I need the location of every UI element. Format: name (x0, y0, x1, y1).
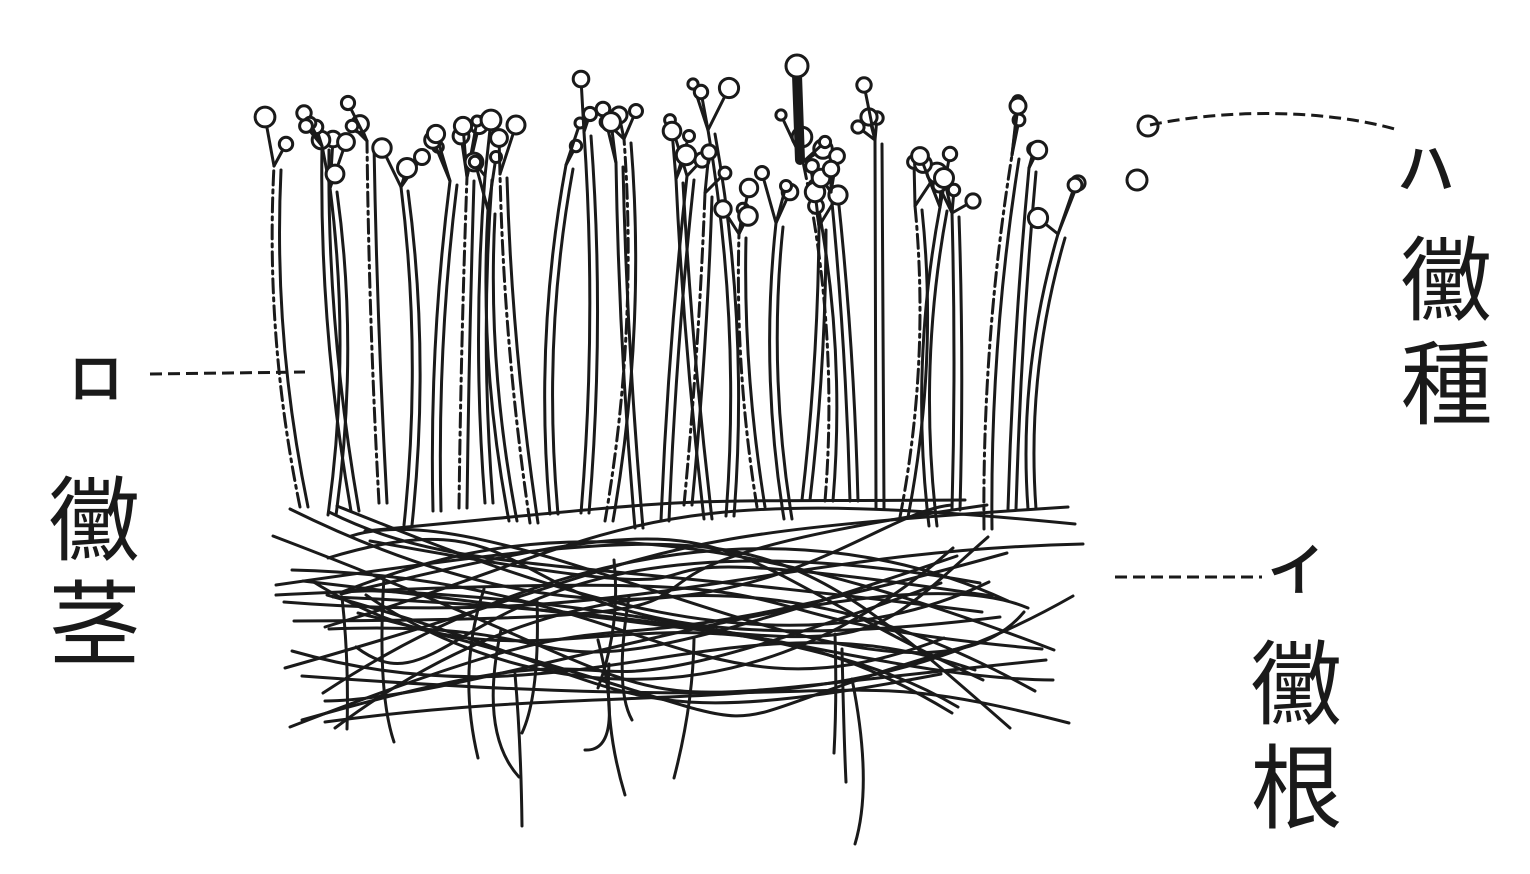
spore (823, 161, 838, 176)
spore (740, 179, 757, 196)
stem-hypha (746, 238, 765, 507)
spore (630, 105, 643, 118)
leader-line-stems (150, 372, 305, 374)
central-spore (786, 55, 808, 77)
root-hypha (842, 649, 846, 782)
spore (943, 147, 956, 160)
spore (415, 150, 430, 165)
spore (912, 148, 929, 165)
stem-hypha (959, 217, 962, 510)
spore (966, 194, 980, 208)
stem-hypha (272, 166, 300, 507)
spore (573, 71, 589, 87)
spore (819, 136, 830, 147)
spore (676, 145, 695, 164)
stems-label: 黴茎 (40, 472, 132, 680)
spore (1029, 141, 1046, 158)
root-hypha (515, 674, 522, 826)
spore (948, 184, 959, 195)
stem-hypha (882, 144, 884, 508)
stem-hypha (1034, 238, 1065, 509)
stem-hypha (581, 132, 590, 513)
spore (279, 137, 292, 150)
stem-hypha (952, 213, 954, 510)
spore (326, 165, 344, 183)
spore (684, 131, 695, 142)
stem-hypha (507, 178, 538, 523)
spore (857, 78, 871, 92)
spore (756, 167, 769, 180)
spore (739, 207, 758, 226)
spore (454, 117, 471, 134)
spore (715, 201, 731, 217)
central-stalk (797, 75, 800, 160)
stem-hypha (777, 227, 792, 519)
stem-hypha (479, 176, 486, 503)
root-hypha (585, 640, 609, 750)
spore (719, 78, 738, 97)
root-hypha (852, 679, 863, 844)
stem-hypha (367, 141, 379, 503)
stem-hypha (802, 226, 819, 500)
stems-marker: ロ (62, 348, 120, 406)
spore (602, 113, 621, 132)
spore (427, 125, 444, 142)
spore (694, 85, 707, 98)
spores-marker: ハ (1392, 138, 1450, 196)
stem-hypha (493, 214, 517, 521)
stem-hypha (500, 174, 530, 523)
stem-hypha (467, 181, 474, 508)
spore (719, 167, 731, 179)
stem-hypha (459, 177, 467, 508)
spore (781, 181, 792, 192)
spore (1028, 208, 1047, 227)
spores-label: 黴種 (1392, 232, 1484, 440)
spore (341, 96, 354, 109)
spore-stalk (488, 157, 496, 210)
spore (1127, 170, 1147, 190)
spore (663, 122, 681, 140)
roots-label: 黴根 (1242, 636, 1334, 844)
leader-line-spores (1150, 114, 1398, 130)
spore (481, 110, 501, 130)
spore (469, 156, 480, 167)
root-hypha (302, 676, 1069, 723)
spore (852, 121, 864, 133)
spore (1068, 178, 1082, 192)
spore (1010, 98, 1026, 114)
spore (300, 120, 313, 133)
spore (1138, 116, 1158, 136)
stem-hypha (1026, 234, 1058, 509)
root-mycelium (273, 500, 1083, 844)
spore (507, 116, 525, 134)
stem-hypha (875, 140, 876, 508)
spore (338, 134, 355, 151)
spore (776, 110, 786, 120)
stem-hypha (401, 187, 412, 525)
spore (255, 107, 275, 127)
spore-heads (255, 55, 1158, 234)
stem-hypha (280, 170, 308, 507)
spore (702, 145, 716, 159)
root-hypha (834, 634, 836, 753)
spore (491, 130, 508, 147)
spore (398, 159, 417, 178)
roots-marker: イ (1262, 540, 1320, 598)
root-hypha (382, 577, 394, 742)
spore (583, 107, 596, 120)
spore (373, 139, 391, 157)
stem-hypha (661, 176, 687, 521)
